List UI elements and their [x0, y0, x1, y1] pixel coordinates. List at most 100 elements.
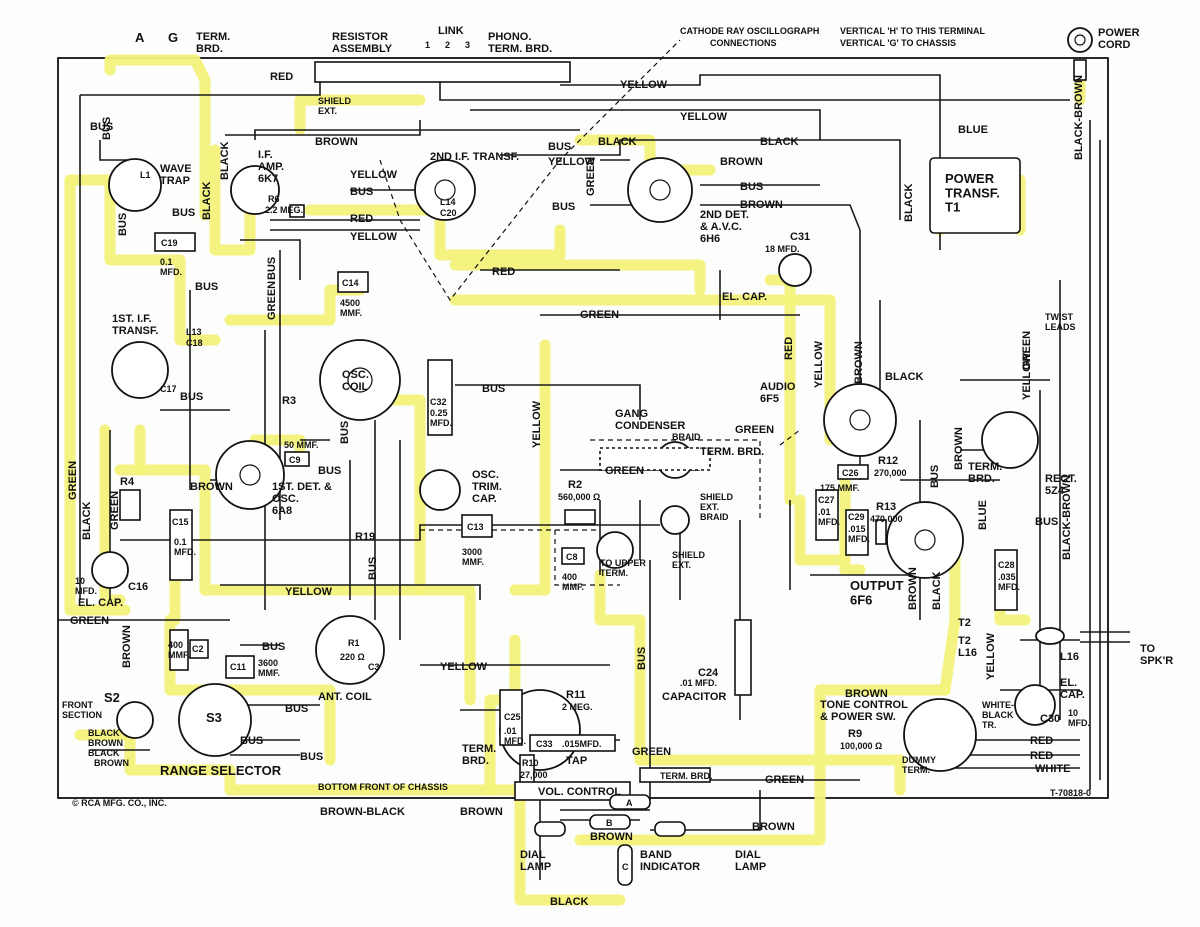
wire-label-green-vert4: GREEN: [585, 157, 597, 196]
wire-label-red-top: RED: [270, 71, 293, 83]
wave-trap-socket: [108, 158, 162, 212]
oscillograph-connections: CONNECTIONS: [710, 38, 777, 48]
wire-label-bus-mid: BUS: [350, 186, 373, 198]
l13-label: L13: [186, 327, 202, 337]
c33-label: C33: [536, 739, 553, 749]
wire-label-red-mid: RED: [350, 213, 373, 225]
c2-label: C2: [192, 644, 204, 654]
lamp-a-label: A: [626, 798, 633, 808]
term-brd-bottom-box: [639, 767, 711, 783]
r11-value: 2 MEG.: [562, 702, 593, 712]
c27-box: [815, 489, 839, 541]
el-cap-left-label: EL. CAP.: [78, 597, 123, 609]
l16-label: L16: [1060, 651, 1079, 663]
rect-5z4-socket: [981, 411, 1039, 469]
wire-label-brown-bottom2: BROWN: [94, 758, 129, 768]
c15-box: [169, 509, 193, 581]
wire-label-yellow-left: YELLOW: [285, 586, 333, 598]
lamp-b: [589, 814, 631, 830]
second-if-transformer-label: 2ND I.F. TRANSF.: [430, 151, 519, 163]
c25-label: C25: [504, 712, 521, 722]
wire-label-brown-vert4: BROWN: [907, 567, 919, 610]
c31-can: [778, 253, 812, 287]
ant-coil-label: ANT. COIL: [318, 691, 372, 703]
first-if-transformer-socket: [111, 341, 169, 399]
wire-label-yellow-vert: YELLOW: [531, 400, 543, 448]
r3-label: R3: [282, 395, 296, 407]
wire-label-black-vert3: BLACK: [81, 501, 93, 540]
wire-label-green-bottom: GREEN: [765, 774, 804, 786]
r6-box: [289, 204, 305, 218]
wire-label-black-brown-vert: BLACK-BROWN: [1061, 475, 1073, 560]
wire-labels: RED BUS BROWN YELLOW BUS RED YELLOW YELL…: [70, 71, 1070, 908]
c32-label: C32: [430, 397, 447, 407]
terminal-g: G: [168, 30, 178, 45]
c25-box: [499, 689, 523, 746]
c19-label: C19: [161, 238, 178, 248]
wire-label-bus-ant2: BUS: [285, 703, 308, 715]
r9-value: 100,000 Ω: [840, 741, 882, 751]
wire-label-red-right: RED: [1030, 735, 1053, 747]
osc-trim-cap-label: OSC.TRIM.CAP.: [472, 469, 502, 505]
c8-label: C8: [566, 552, 578, 562]
vol-control-base: [514, 781, 631, 801]
drawing-number-label: T-70818-0: [1050, 788, 1091, 798]
term-brd-top: TERM.BRD.: [196, 31, 230, 55]
c16-label: C16: [128, 581, 148, 593]
l1-label: L1: [140, 170, 151, 180]
wire-label-bus-vert4: BUS: [339, 421, 351, 444]
wire-label-yellow-vert4: YELLOW: [985, 632, 997, 680]
vertical-wire-labels: BUS BUS BLACK BLACK BUS GREEN GREEN BLAC…: [67, 75, 1085, 680]
wire-label-bus-vert5: BUS: [367, 557, 379, 580]
dial-lamps: [534, 794, 686, 886]
wire-label-yellow-top: YELLOW: [620, 79, 668, 91]
wire-label-brown-bottom: BROWN: [88, 738, 123, 748]
wire-label-yellow-upper: YELLOW: [680, 111, 728, 123]
wire-label-black-right: BLACK: [885, 371, 924, 383]
c14-label: C14: [342, 278, 359, 288]
vol-control-label: VOL. CONTROL: [538, 786, 621, 798]
c13-box: [461, 514, 493, 538]
wire-label-green-gang: GREEN: [605, 465, 644, 477]
c32-box: [427, 359, 453, 436]
wire-label-brown-left: BROWN: [190, 481, 233, 493]
wire-label-bus-vert1: BUS: [101, 117, 113, 140]
c15-label: C15: [172, 517, 189, 527]
osc-trim-cap-socket: [419, 469, 461, 511]
wire-label-brown-vert2: BROWN: [853, 341, 865, 384]
c19-box: [154, 232, 196, 252]
r6-value: 2.2 MEG.: [265, 205, 303, 215]
tube-sockets: [91, 157, 1056, 772]
c18-label: C18: [186, 338, 203, 348]
r10-value: 27,000: [520, 770, 548, 780]
r4-label: R4: [120, 476, 135, 488]
r9-label: R9: [848, 728, 862, 740]
c31-value: 18 MFD.: [765, 244, 800, 254]
c16-can: [91, 551, 129, 589]
vertical-h-note: VERTICAL 'H' TO THIS TERMINAL: [840, 26, 985, 36]
wire-label-brown-right2: BROWN: [740, 199, 783, 211]
wire-label-black-vert: BLACK: [201, 181, 213, 220]
s3-label: S3: [206, 710, 222, 725]
shield-dashed-lines: [379, 39, 801, 586]
wire-label-green-vert3: GREEN: [109, 491, 121, 530]
r2-label: R2: [568, 479, 582, 491]
